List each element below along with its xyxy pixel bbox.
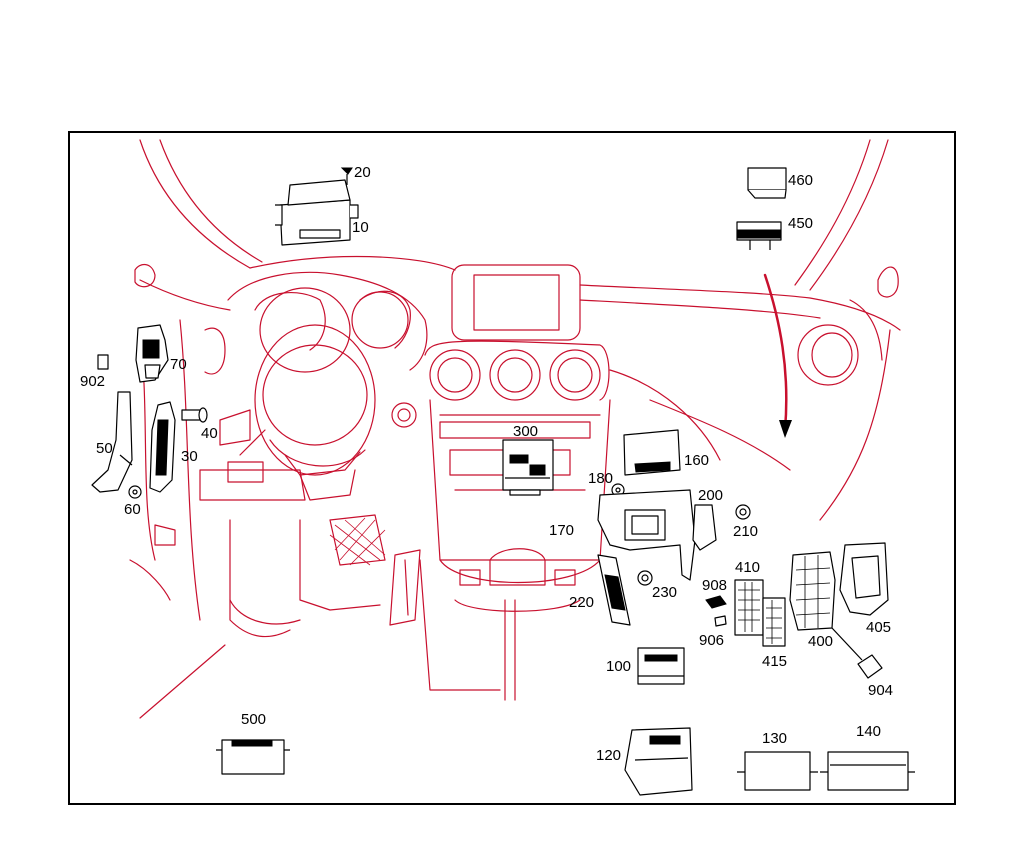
part-460-module [747, 167, 787, 199]
part-30-control-unit [149, 401, 176, 493]
callout-906: 906 [699, 632, 725, 649]
part-220-control-unit [597, 554, 631, 626]
part-450-bracket [736, 221, 782, 250]
part-160-control-unit [623, 429, 681, 476]
part-902-clip [97, 354, 109, 370]
callout-415: 415 [762, 653, 788, 670]
part-908-relay [705, 595, 727, 609]
part-20-screw [340, 167, 353, 185]
callout-30: 30 [181, 448, 198, 465]
callout-405: 405 [866, 619, 892, 636]
callout-904: 904 [868, 682, 894, 699]
callout-60: 60 [124, 501, 141, 518]
callout-902: 902 [80, 373, 106, 390]
part-10-module [275, 179, 359, 246]
callout-140: 140 [856, 723, 882, 740]
part-405-fuse-box-cover [839, 542, 889, 616]
part-210-nut [735, 504, 751, 520]
part-906-relay [714, 615, 727, 627]
part-415-fuse-box [762, 597, 786, 647]
callout-100: 100 [606, 658, 632, 675]
part-904-connector [831, 627, 883, 679]
part-130-control-unit [737, 751, 818, 791]
part-100-control-unit [637, 647, 685, 685]
part-50-bracket [91, 391, 133, 493]
callout-220: 220 [569, 594, 595, 611]
part-300-control-unit [502, 439, 554, 496]
part-500-control-unit [216, 739, 290, 775]
callout-170: 170 [549, 522, 575, 539]
callout-200: 200 [698, 487, 724, 504]
part-140-control-unit [820, 751, 915, 791]
callout-180: 180 [588, 470, 614, 487]
part-70-switch-unit [135, 324, 169, 383]
callout-500: 500 [241, 711, 267, 728]
callout-20: 20 [354, 164, 371, 181]
callout-130: 130 [762, 730, 788, 747]
callout-210: 210 [733, 523, 759, 540]
part-170-bracket [597, 489, 696, 581]
callout-908: 908 [702, 577, 728, 594]
part-410-fuse-box [734, 579, 764, 636]
callout-410: 410 [735, 559, 761, 576]
part-60-grommet [128, 485, 142, 499]
callout-160: 160 [684, 452, 710, 469]
callout-450: 450 [788, 215, 814, 232]
callout-230: 230 [652, 584, 678, 601]
parts [91, 167, 915, 796]
callout-70: 70 [170, 356, 187, 373]
callout-40: 40 [201, 425, 218, 442]
callout-400: 400 [808, 633, 834, 650]
part-120-control-unit [624, 727, 693, 796]
callout-50: 50 [96, 440, 113, 457]
part-400-fuse-box [789, 551, 836, 631]
callout-10: 10 [352, 219, 369, 236]
callout-120: 120 [596, 747, 622, 764]
part-40-pin [181, 407, 208, 423]
part-230-nut [637, 570, 653, 586]
callout-300: 300 [513, 423, 539, 440]
part-200-module [692, 504, 717, 551]
callout-460: 460 [788, 172, 814, 189]
